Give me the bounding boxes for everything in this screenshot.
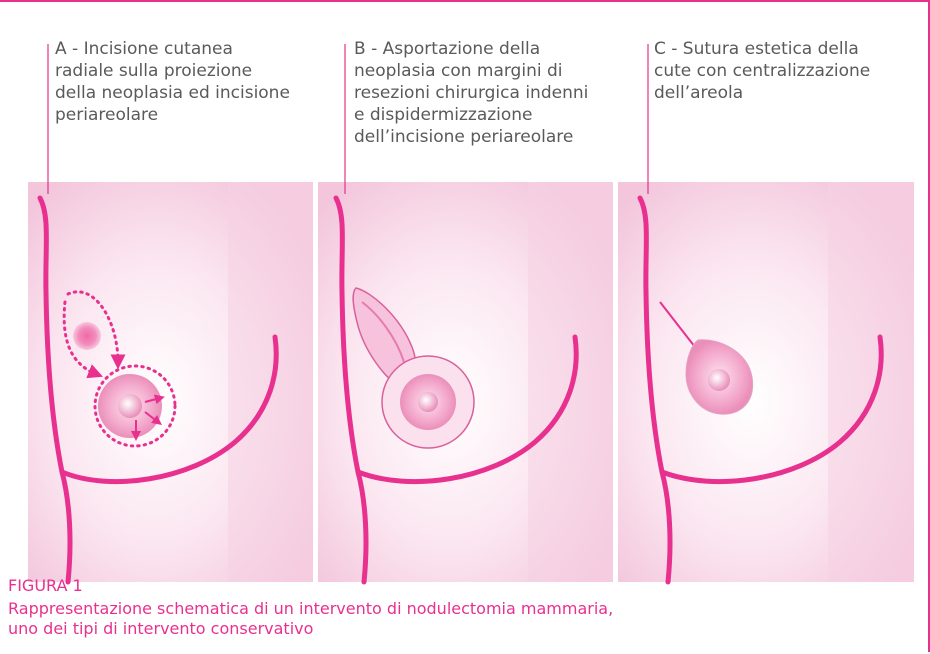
panel-a-nipple bbox=[118, 394, 142, 418]
panel-c-side-shade bbox=[828, 182, 914, 582]
panel-c-illustration bbox=[618, 44, 914, 582]
panel-c-label: C - Sutura estetica della cute con centr… bbox=[654, 38, 914, 104]
panel-b-nipple bbox=[418, 392, 438, 412]
panel-a-label: A - Incisione cutanea radiale sulla proi… bbox=[55, 38, 305, 126]
caption-line-2: uno dei tipi di intervento conservativo bbox=[8, 619, 313, 638]
figure-number: FIGURA 1 bbox=[8, 576, 83, 595]
panel-c-nipple bbox=[708, 369, 730, 391]
caption-line-1: Rappresentazione schematica di un interv… bbox=[8, 599, 613, 618]
panel-a-tumor bbox=[73, 322, 101, 350]
panel-b-label: B - Asportazione della neoplasia con mar… bbox=[354, 38, 629, 148]
